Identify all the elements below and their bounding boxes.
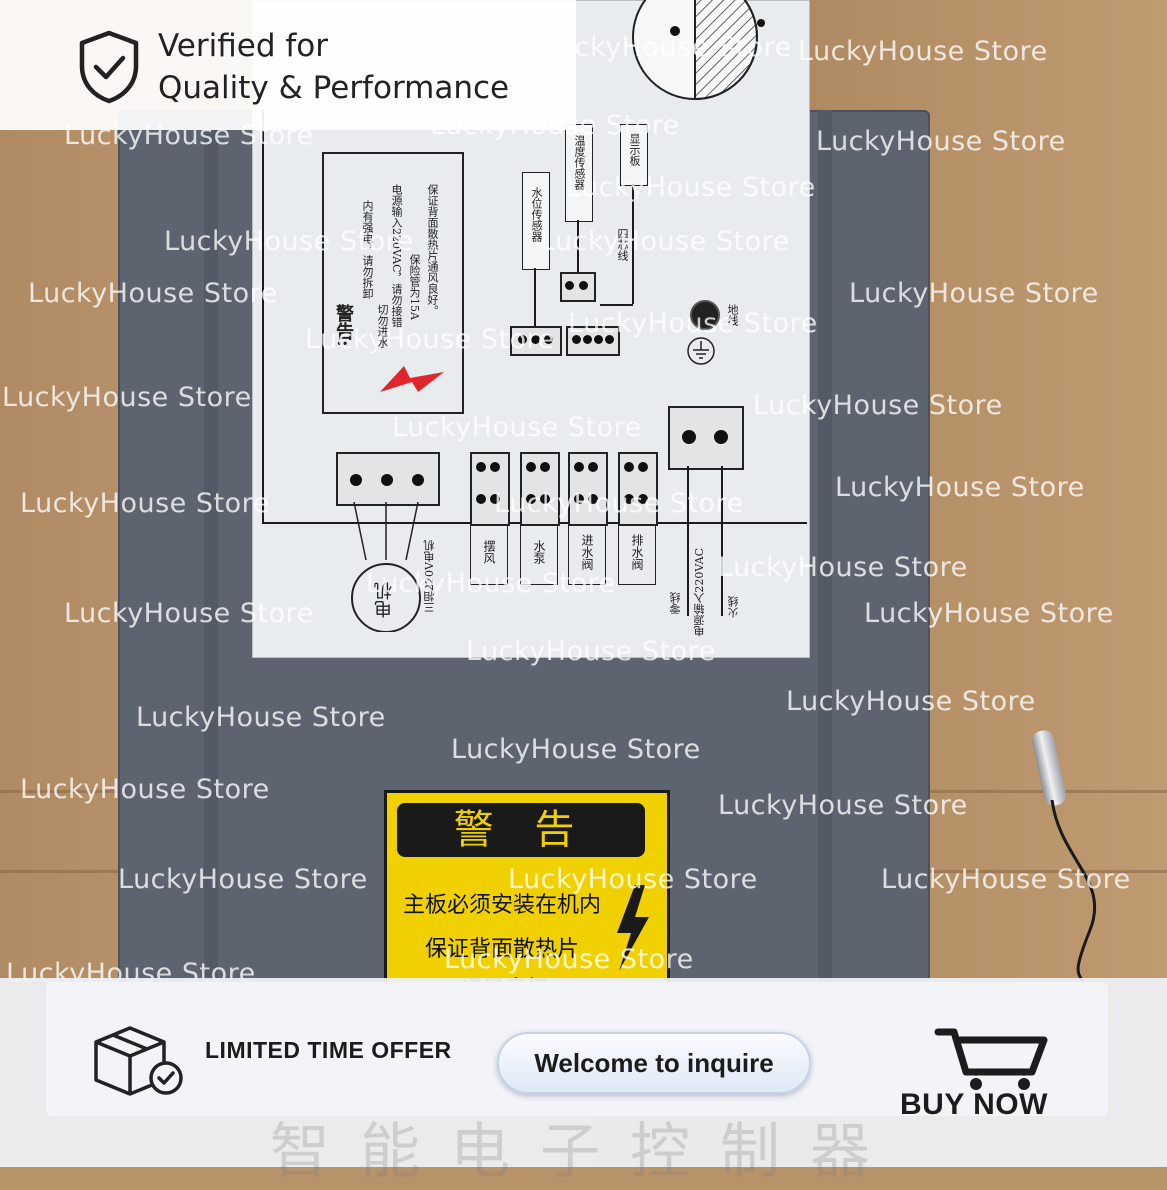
watermark-text: LuckyHouse Store <box>786 686 1036 717</box>
lightning-icon <box>617 885 649 971</box>
watermark-text: LuckyHouse Store <box>305 324 555 355</box>
watermark-text: LuckyHouse Store <box>508 864 758 895</box>
motor-terminal-block <box>336 452 440 506</box>
probe-cable <box>1050 800 1097 990</box>
display-board-box: 显示板 <box>620 124 648 186</box>
temperature-sensor-box: 温度传感器 <box>565 124 593 222</box>
watermark-text: LuckyHouse Store <box>392 412 642 443</box>
internal-warning-box: 警告: 内有强电，请勿拆卸 切勿进水 电源输入220VAC，请勿接错 保险管为1… <box>322 152 464 414</box>
watermark-text: LuckyHouse Store <box>136 702 386 733</box>
warning-line: 电源输入220VAC，请勿接错 <box>390 184 403 328</box>
verified-badge: Verified for Quality & Performance <box>0 0 576 130</box>
watermark-text: LuckyHouse Store <box>566 172 816 203</box>
buy-now-label: BUY NOW <box>900 1088 1048 1121</box>
diagram-line <box>721 466 723 616</box>
output-label: 水泵 <box>532 540 546 564</box>
watermark-text: LuckyHouse Store <box>366 568 616 599</box>
output-label: 摆风 <box>482 540 496 564</box>
ground-label: 地线 <box>726 304 739 326</box>
temp-sensor-terminal <box>560 272 596 302</box>
watermark-text: LuckyHouse Store <box>28 278 278 309</box>
power-input-terminal <box>668 406 744 470</box>
limited-offer-label: LIMITED TIME OFFER <box>205 1037 452 1063</box>
watermark-text: LuckyHouse Store <box>118 864 368 895</box>
warning-sticker: 警 告 主板必须安装在机内 保证背面散热片 通风良好 <box>384 790 670 1002</box>
diagram-line <box>600 304 633 306</box>
output-label: 进水阀 <box>580 534 594 570</box>
ground-screw <box>690 300 720 330</box>
power-input-label: 电源输入220VAC <box>693 548 706 637</box>
watermark-text: LuckyHouse Store <box>542 32 792 63</box>
four-core-label: 四芯线 <box>616 228 629 261</box>
sticker-line: 主板必须安装在机内 <box>403 893 602 918</box>
diagram-line <box>687 466 689 616</box>
warning-line: 切勿进水 <box>376 304 389 348</box>
watermark-text: LuckyHouse Store <box>835 472 1085 503</box>
watermark-text: LuckyHouse Store <box>816 126 1066 157</box>
watermark-text: LuckyHouse Store <box>718 552 968 583</box>
water-sensor-terminal <box>510 326 562 356</box>
warning-line: 内有强电，请勿拆卸 <box>361 200 374 299</box>
sticker-line: 保证背面散热片 <box>425 937 580 962</box>
ground-icon <box>687 337 715 365</box>
diagram-line <box>577 220 579 272</box>
buy-now-button[interactable]: BUY NOW <box>890 1022 1080 1132</box>
watermark-text: LuckyHouse Store <box>849 278 1099 309</box>
verified-line-1: Verified for <box>158 28 328 64</box>
display-window <box>632 0 765 101</box>
relay-terminal-drain <box>618 452 658 526</box>
relay-terminal-inlet <box>568 452 608 526</box>
watermark-text: LuckyHouse Store <box>20 488 270 519</box>
watermark-text: LuckyHouse Store <box>881 864 1131 895</box>
watermark-text: LuckyHouse Store <box>753 390 1003 421</box>
watermark-text: LuckyHouse Store <box>444 944 694 975</box>
diagram-line <box>632 184 634 304</box>
output-box: 摆风 <box>470 524 508 585</box>
verified-line-2: Quality & Performance <box>158 70 510 106</box>
watermark-text: LuckyHouse Store <box>20 774 270 805</box>
warning-line: 保险管为15A <box>408 254 421 320</box>
sensor-label: 显示板 <box>628 133 641 166</box>
watermark-text: LuckyHouse Store <box>864 598 1114 629</box>
water-level-sensor-box: 水位传感器 <box>522 172 550 270</box>
shopping-cart-icon <box>934 1028 1048 1090</box>
package-check-icon <box>94 1026 183 1096</box>
enclosure-rail <box>204 110 218 1010</box>
sensor-label: 温度传感器 <box>573 135 586 190</box>
watermark-text: LuckyHouse Store <box>164 226 414 257</box>
diagram-line <box>262 110 264 522</box>
watermark-text: LuckyHouse Store <box>568 308 818 339</box>
watermark-text: LuckyHouse Store <box>64 598 314 629</box>
output-box: 进水阀 <box>568 524 606 585</box>
shield-check-icon <box>79 30 139 104</box>
neutral-label: 零线 <box>669 592 682 614</box>
warning-line: 保证背面散热片通风良好。 <box>426 184 439 316</box>
watermark-text: LuckyHouse Store <box>2 382 252 413</box>
relay-terminal-swing <box>470 452 510 526</box>
output-box: 水泵 <box>520 524 558 585</box>
output-box: 排水阀 <box>618 524 656 585</box>
live-label: 火线 <box>727 596 740 618</box>
display-terminal <box>566 326 620 356</box>
high-voltage-icon <box>380 366 444 392</box>
diagram-line <box>534 268 536 326</box>
sticker-title: 警 告 <box>397 803 645 857</box>
watermark-text: LuckyHouse Store <box>451 734 701 765</box>
watermark-text: LuckyHouse Store <box>494 488 744 519</box>
watermark-text: LuckyHouse Store <box>540 226 790 257</box>
inquire-button[interactable]: Welcome to inquire <box>497 1032 811 1094</box>
relay-terminal-pump <box>520 452 560 526</box>
output-label: 排水阀 <box>630 534 644 570</box>
sensor-label: 水位传感器 <box>530 187 543 242</box>
motor-symbol <box>351 502 421 632</box>
warning-heading: 警告: <box>333 304 354 347</box>
watermark-text: LuckyHouse Store <box>718 790 968 821</box>
watermark-text: LuckyHouse Store <box>466 636 716 667</box>
ghost-product-title: 智能电子控制器 <box>270 1117 900 1187</box>
watermark-text: LuckyHouse Store <box>798 36 1048 67</box>
enclosure-rail <box>818 110 832 1010</box>
